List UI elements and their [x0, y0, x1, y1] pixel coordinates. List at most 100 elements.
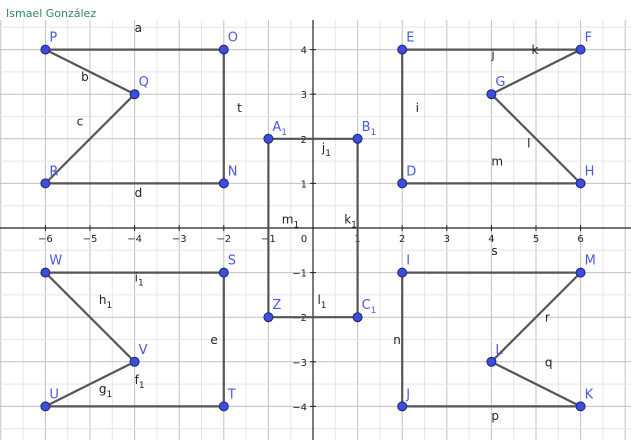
point-O[interactable] [218, 44, 229, 55]
segments-layer [44, 48, 582, 408]
y-tick-label: 2 [301, 135, 307, 146]
point-label-F: F [585, 31, 592, 46]
point-label-Z: Z [272, 298, 281, 313]
segment-label-h1: h1 [99, 293, 112, 311]
point-M[interactable] [575, 267, 586, 278]
segment-label-j: j [490, 48, 494, 62]
y-tick-label: −4 [292, 402, 307, 413]
segment-label-n: n [393, 333, 401, 347]
segment-label-r: r [545, 311, 550, 325]
point-S[interactable] [218, 267, 229, 278]
segment-r[interactable] [490, 271, 582, 363]
point-Z[interactable] [263, 312, 274, 323]
segment-label-d: d [135, 186, 143, 200]
y-tick-label: −3 [292, 358, 307, 369]
segment-label-a: a [135, 21, 142, 35]
point-label-C1: C1 [362, 298, 377, 316]
author-name: Ismael González [6, 7, 97, 20]
segment-h1[interactable] [44, 271, 136, 363]
x-tick-label: −3 [172, 234, 187, 245]
x-tick-label: −2 [216, 234, 231, 245]
point-label-U: U [49, 387, 59, 402]
x-tick-label: 2 [399, 234, 405, 245]
segment-label-b: b [81, 70, 89, 84]
point-W[interactable] [40, 267, 51, 278]
segment-label-c: c [77, 114, 84, 128]
point-T[interactable] [218, 401, 229, 412]
segment-label-s: s [491, 244, 497, 258]
segment-q[interactable] [490, 360, 582, 408]
point-label-V: V [139, 343, 148, 358]
segment-label-l1: l1 [317, 293, 326, 311]
segment-label-l: l [527, 137, 530, 151]
segment-label-t: t [237, 101, 242, 115]
point-A1[interactable] [263, 133, 274, 144]
point-label-P: P [49, 31, 57, 46]
point-label-R: R [49, 164, 58, 179]
segment-label-e: e [210, 333, 217, 347]
x-tick-label: 6 [577, 234, 583, 245]
point-U[interactable] [40, 401, 51, 412]
point-label-D: D [406, 164, 416, 179]
x-tick-label: 3 [444, 234, 450, 245]
point-label-Q: Q [139, 75, 149, 90]
point-K[interactable] [575, 401, 586, 412]
y-tick-label: −1 [292, 269, 307, 280]
point-V[interactable] [129, 356, 140, 367]
point-R[interactable] [40, 178, 51, 189]
point-F[interactable] [575, 44, 586, 55]
x-tick-label: 4 [488, 234, 494, 245]
segment-k[interactable] [490, 48, 582, 96]
x-tick-label: 5 [533, 234, 539, 245]
point-label-B1: B1 [362, 120, 377, 138]
point-I[interactable] [397, 267, 408, 278]
segment-label-p: p [491, 409, 499, 423]
segment-b[interactable] [44, 48, 136, 96]
point-P[interactable] [40, 44, 51, 55]
y-tick-label: 1 [301, 179, 307, 190]
point-label-J: J [405, 387, 410, 402]
point-label-H: H [585, 164, 595, 179]
point-label-A1: A1 [272, 120, 287, 138]
segment-label-q: q [545, 355, 553, 369]
segment-label-i: i [416, 101, 419, 115]
point-label-G: G [495, 75, 505, 90]
point-L[interactable] [486, 356, 497, 367]
point-label-L: L [495, 343, 503, 358]
point-label-N: N [228, 164, 238, 179]
segment-label-m: m [491, 155, 503, 169]
point-E[interactable] [397, 44, 408, 55]
segment-label-k: k [532, 43, 539, 57]
x-tick-label: −5 [83, 234, 98, 245]
point-label-W: W [49, 254, 62, 269]
y-tick-label: 4 [301, 46, 307, 57]
point-label-K: K [585, 387, 594, 402]
segment-label-g1: g1 [99, 382, 112, 400]
point-N[interactable] [218, 178, 229, 189]
point-C1[interactable] [352, 312, 363, 323]
point-B1[interactable] [352, 133, 363, 144]
point-D[interactable] [397, 178, 408, 189]
segment-label-j1: j1 [321, 141, 331, 159]
point-G[interactable] [486, 89, 497, 100]
point-label-E: E [406, 31, 414, 46]
point-label-I: I [406, 254, 410, 269]
point-J[interactable] [397, 401, 408, 412]
point-label-O: O [228, 31, 238, 46]
y-tick-label: −2 [292, 313, 307, 324]
point-label-M: M [585, 254, 596, 269]
y-tick-label: 3 [301, 90, 307, 101]
segment-c[interactable] [44, 93, 136, 185]
segment-label-f1: f1 [135, 373, 145, 391]
point-H[interactable] [575, 178, 586, 189]
x-tick-label: 0 [301, 234, 307, 245]
segment-label-i1: i1 [135, 271, 144, 289]
segment-l[interactable] [490, 93, 582, 185]
x-tick-label: −6 [38, 234, 53, 245]
x-tick-label: −4 [127, 234, 142, 245]
point-label-S: S [228, 254, 236, 269]
point-Q[interactable] [129, 89, 140, 100]
segment-g1[interactable] [44, 360, 136, 408]
